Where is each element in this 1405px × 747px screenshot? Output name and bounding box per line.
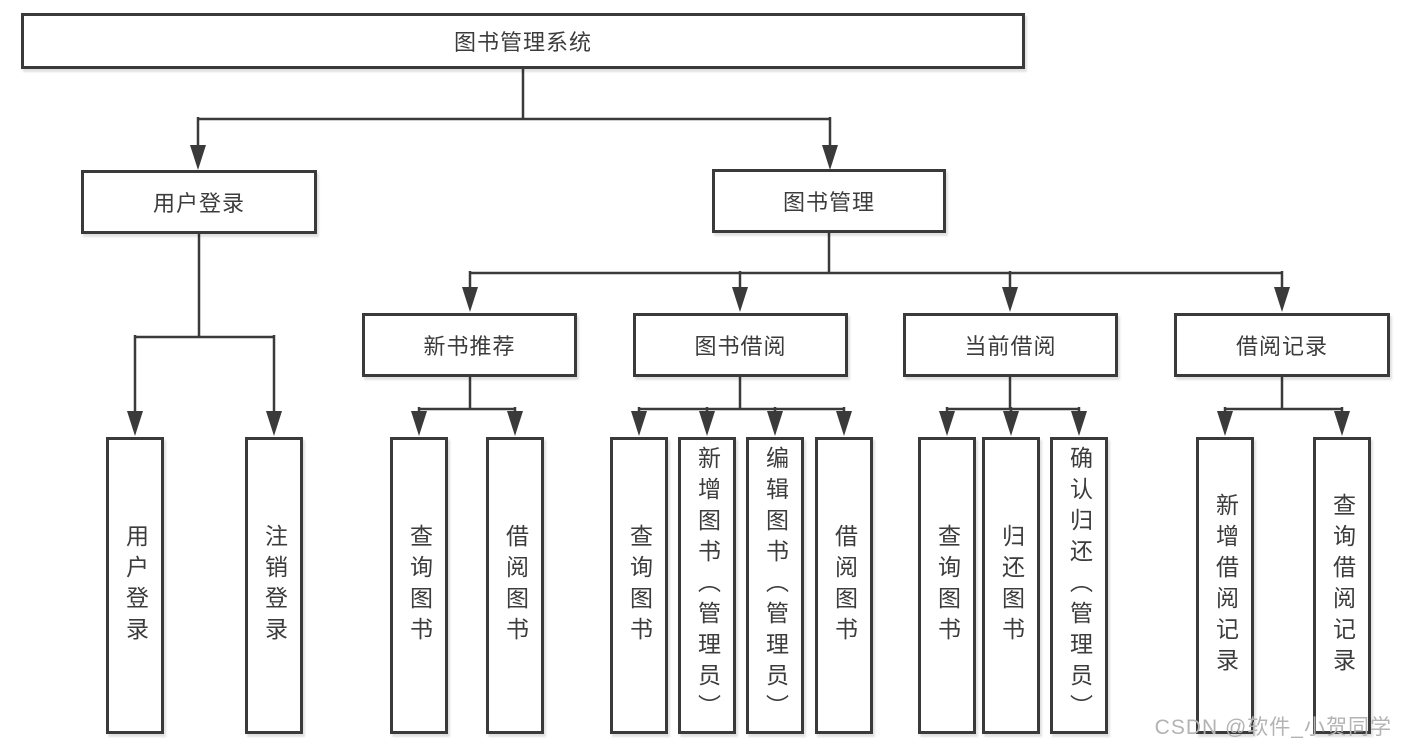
leaf-borrow-books-label: 借阅图书	[502, 523, 529, 648]
arrowhead-icon	[822, 145, 838, 170]
node-book-management: 图书管理	[712, 169, 946, 233]
leaf-return-book: 归还图书	[982, 437, 1040, 734]
arrowhead-icon	[1003, 411, 1019, 436]
connector-current-borrow-to-leaves	[945, 377, 1081, 416]
csdn-watermark: CSDN @软件_小贺同学	[1154, 716, 1392, 739]
connector-book-mgmt-to-level3	[468, 233, 1284, 294]
node-book-management-label: 图书管理	[782, 190, 875, 215]
leaf-borrow-books-2-label: 借阅图书	[831, 523, 858, 648]
connector-root-to-level2	[196, 69, 832, 150]
arrowhead-icon	[411, 411, 427, 436]
leaf-query-books-2-label: 查询图书	[626, 523, 653, 648]
node-book-borrow-label: 图书借阅	[694, 334, 787, 359]
arrowhead-icon	[507, 411, 523, 436]
leaf-borrow-books-2: 借阅图书	[815, 437, 873, 734]
node-new-book-recommend-label: 新书推荐	[423, 334, 516, 359]
node-user-login: 用户登录	[81, 170, 317, 234]
leaf-add-borrow-record-label: 新增借阅记录	[1212, 492, 1239, 679]
leaf-query-books-label: 查询图书	[406, 523, 433, 648]
leaf-add-book-admin: 新增图书（管理员）	[678, 437, 736, 734]
leaf-query-borrow-record: 查询借阅记录	[1313, 437, 1371, 734]
node-book-borrow: 图书借阅	[633, 313, 848, 377]
leaf-user-login: 用户登录	[106, 437, 164, 734]
leaf-logout: 注销登录	[245, 437, 303, 734]
arrowhead-icon	[1274, 287, 1290, 312]
arrowhead-icon	[190, 145, 206, 170]
leaf-query-borrow-record-label: 查询借阅记录	[1329, 492, 1356, 679]
leaf-user-login-label: 用户登录	[122, 523, 149, 648]
leaf-query-books-2: 查询图书	[610, 437, 668, 734]
leaf-add-book-admin-label: 新增图书（管理员）	[694, 446, 721, 725]
arrowhead-icon	[127, 411, 143, 436]
node-new-book-recommend: 新书推荐	[362, 313, 577, 377]
connector-user-login-to-leaves	[133, 234, 276, 418]
leaf-confirm-return-admin: 确认归还（管理员）	[1050, 437, 1108, 734]
node-current-borrow: 当前借阅	[903, 313, 1118, 377]
arrowhead-icon	[631, 411, 647, 436]
node-borrow-records-label: 借阅记录	[1235, 334, 1328, 359]
connector-borrow-records-to-leaves	[1223, 377, 1344, 416]
leaf-logout-label: 注销登录	[261, 523, 288, 648]
arrowhead-icon	[767, 411, 783, 436]
arrowhead-icon	[836, 411, 852, 436]
node-root-system: 图书管理系统	[21, 13, 1025, 69]
leaf-borrow-books: 借阅图书	[486, 437, 544, 734]
leaf-edit-book-admin-label: 编辑图书（管理员）	[762, 446, 789, 725]
leaf-query-books: 查询图书	[390, 437, 448, 734]
arrowhead-icon	[699, 411, 715, 436]
arrowhead-icon	[939, 411, 955, 436]
leaf-return-book-label: 归还图书	[998, 523, 1025, 648]
connector-book-borrow-to-leaves	[637, 377, 846, 416]
leaf-confirm-return-admin-label: 确认归还（管理员）	[1066, 446, 1093, 725]
leaf-query-books-3-label: 查询图书	[934, 523, 961, 648]
connector-new-book-rec-to-leaves	[417, 377, 517, 416]
arrowhead-icon	[732, 287, 748, 312]
arrowhead-icon	[462, 287, 478, 312]
node-current-borrow-label: 当前借阅	[964, 334, 1057, 359]
arrowhead-icon	[1217, 411, 1233, 436]
node-root-label: 图书管理系统	[453, 30, 592, 55]
arrowhead-icon	[1002, 287, 1018, 312]
arrowhead-icon	[1334, 411, 1350, 436]
arrowhead-icon	[1071, 411, 1087, 436]
leaf-add-borrow-record: 新增借阅记录	[1196, 437, 1254, 734]
leaf-query-books-3: 查询图书	[918, 437, 976, 734]
arrowhead-icon	[266, 411, 282, 436]
leaf-edit-book-admin: 编辑图书（管理员）	[746, 437, 804, 734]
arrowheads	[127, 145, 1350, 436]
node-borrow-records: 借阅记录	[1174, 313, 1390, 377]
node-user-login-label: 用户登录	[152, 191, 245, 216]
